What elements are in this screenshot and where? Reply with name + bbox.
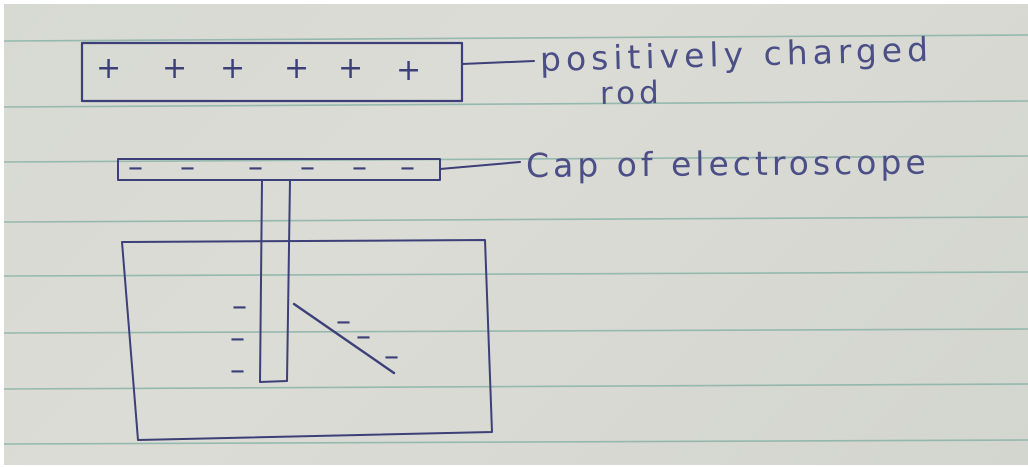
- minus-charge: –: [128, 150, 143, 185]
- minus-charge: –: [300, 150, 315, 185]
- electroscope-jar: [121, 239, 493, 441]
- plus-charge: +: [284, 51, 310, 86]
- plus-charge: +: [338, 51, 364, 86]
- plus-charge: +: [220, 51, 246, 86]
- minus-charge: –: [400, 150, 415, 185]
- minus-charge: –: [356, 319, 371, 354]
- minus-charge: –: [232, 289, 247, 324]
- electroscope-stem: [259, 179, 291, 383]
- diagram-canvas: [4, 34, 1028, 445]
- notebook-page: ++++++ –––––– ––– ––– positively charged…: [4, 4, 1028, 465]
- minus-charge: –: [230, 321, 245, 356]
- electroscope-cap: [117, 158, 441, 181]
- rod-label-line2: rod: [599, 74, 664, 112]
- minus-charge: –: [248, 150, 263, 185]
- minus-charge: –: [384, 339, 399, 374]
- cap-label: Cap of electroscope: [525, 142, 930, 185]
- plus-charge: +: [96, 51, 122, 86]
- ruled-lines: [4, 34, 1028, 445]
- minus-charge: –: [180, 150, 195, 185]
- cap-label-leader: [439, 161, 521, 170]
- charged-rod: [80, 41, 464, 103]
- gold-leaf: [292, 302, 396, 375]
- minus-charge: –: [352, 150, 367, 185]
- minus-charge: –: [336, 304, 351, 339]
- rod-label-leader: [461, 60, 535, 65]
- plus-charge: +: [396, 53, 422, 88]
- plus-charge: +: [162, 51, 188, 86]
- minus-charge: –: [230, 353, 245, 388]
